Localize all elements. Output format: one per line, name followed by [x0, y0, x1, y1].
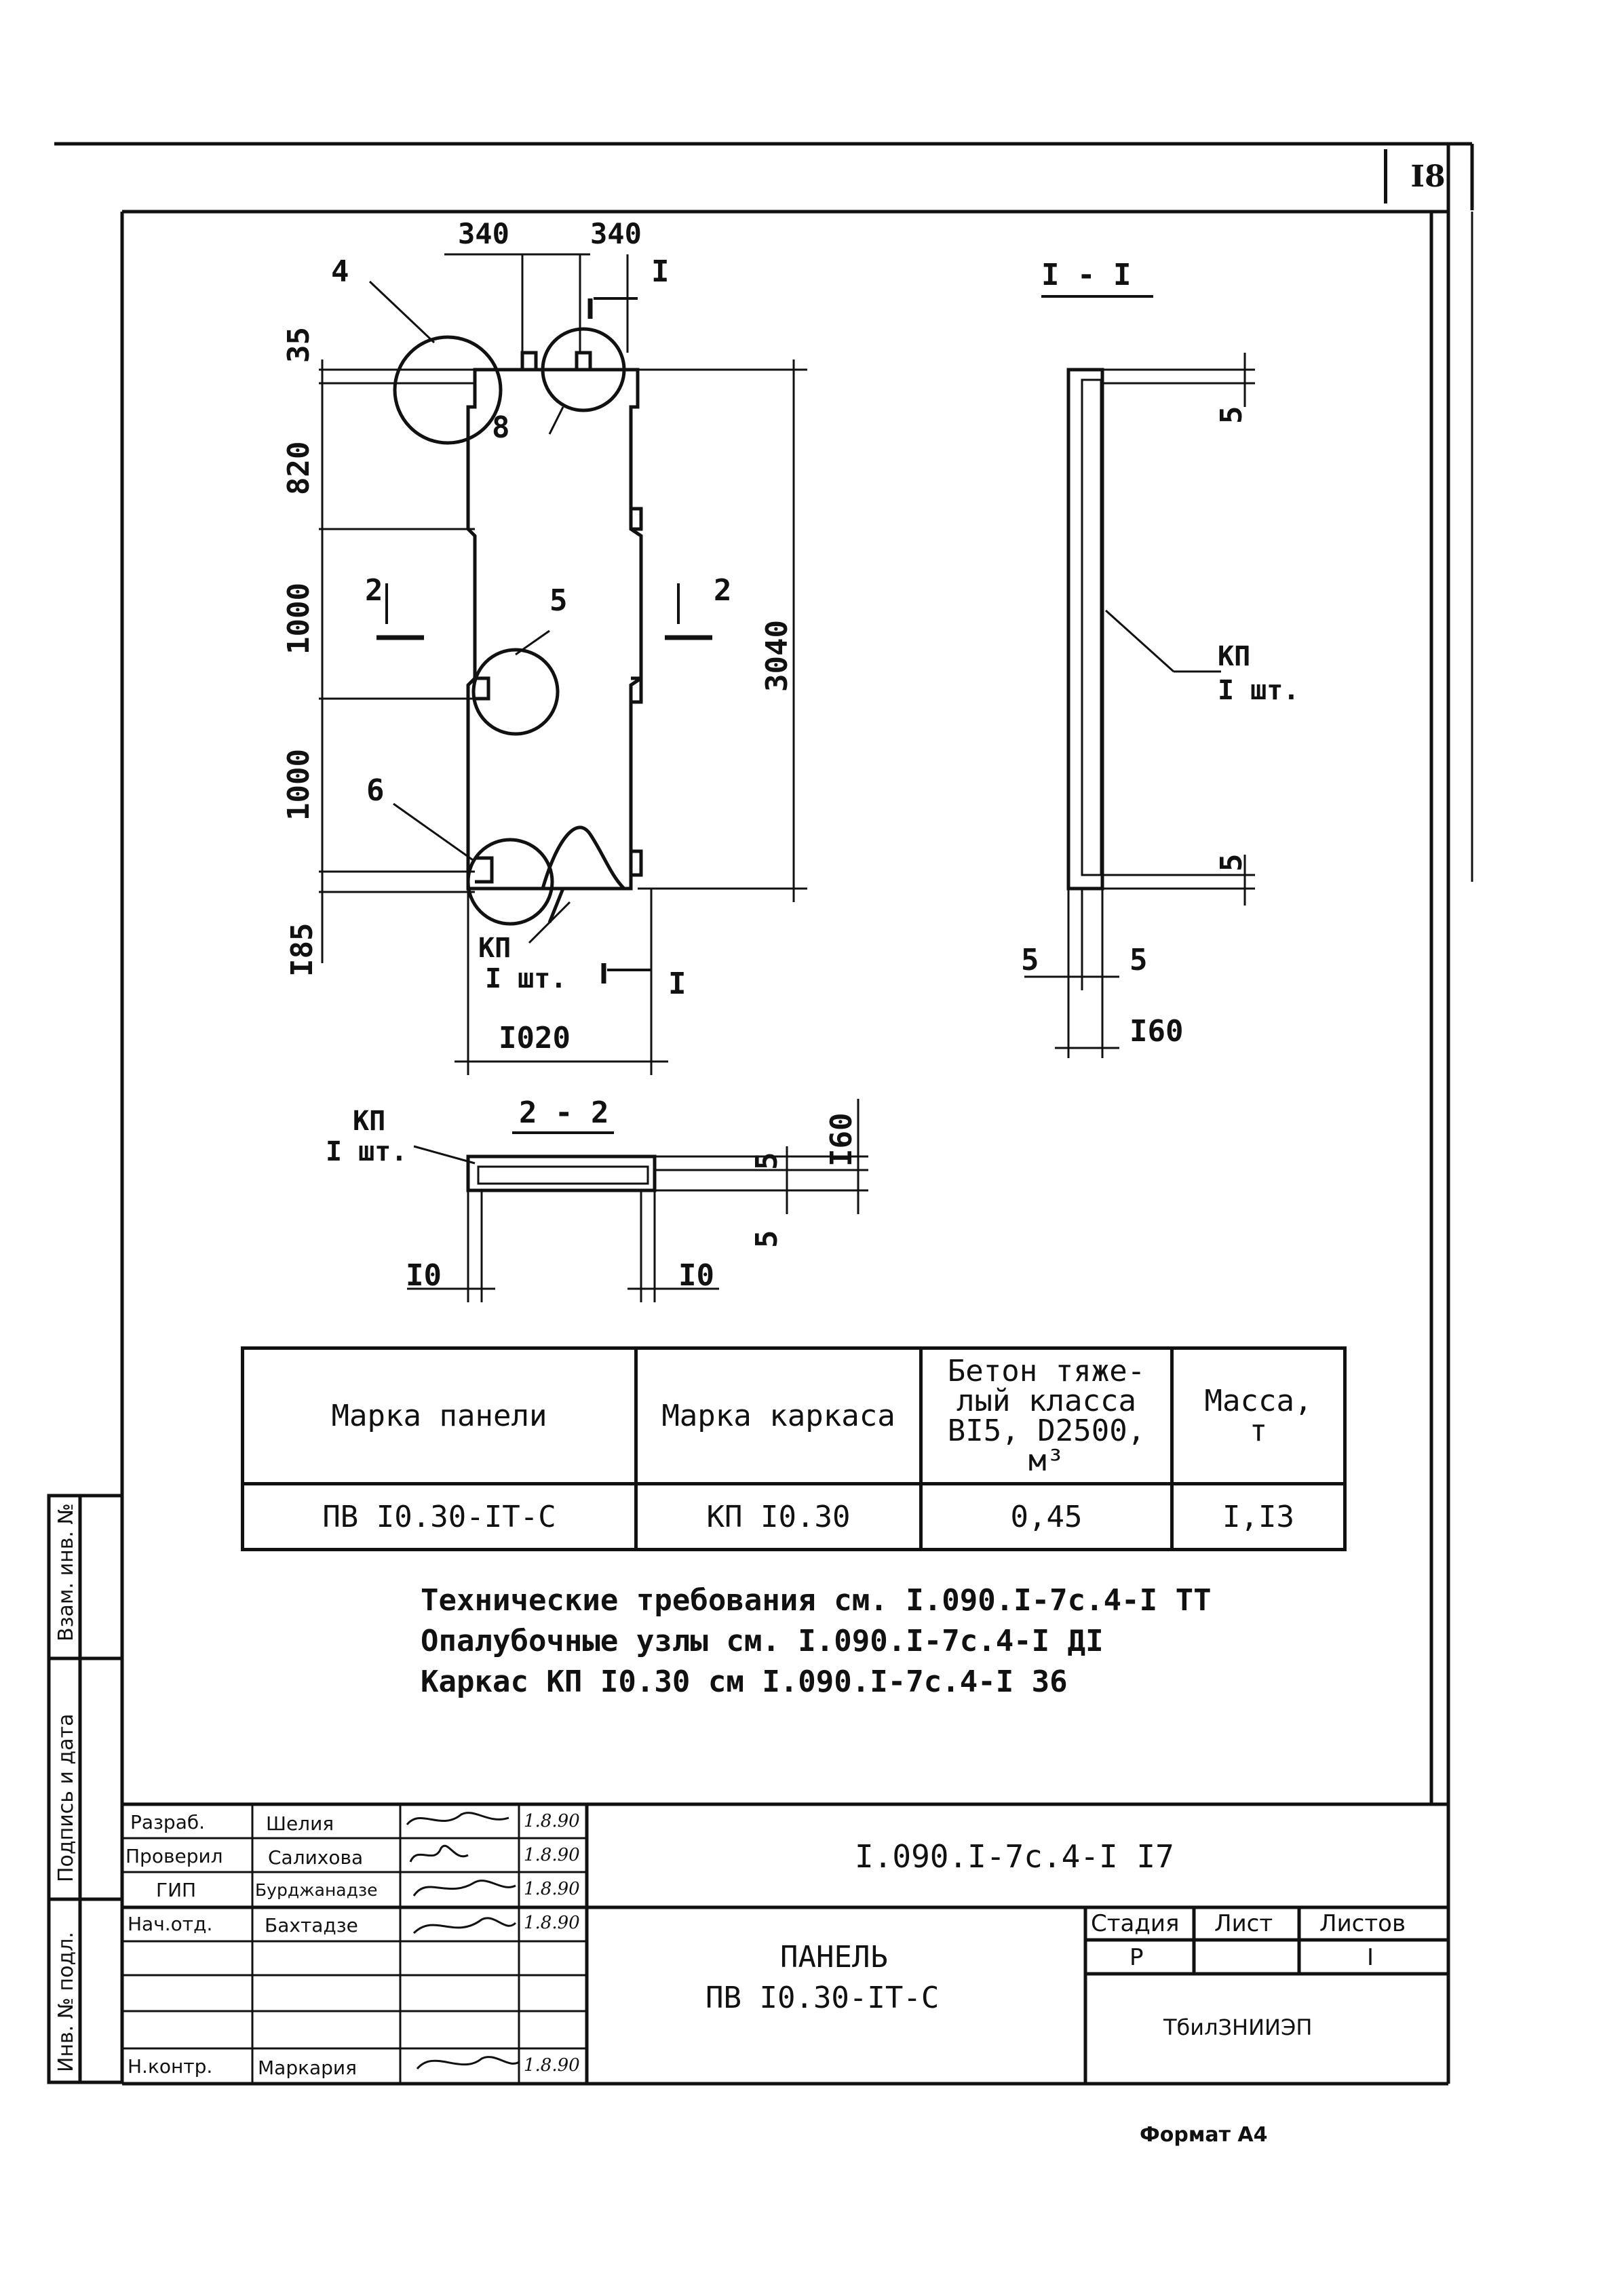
callout-8: 8	[492, 410, 510, 445]
organization: ТбилЗНИИЭП	[1163, 2015, 1313, 2040]
header-panel-mark: Марка панели	[241, 1346, 638, 1485]
format-label: Формат А4	[1140, 2123, 1268, 2147]
spec-table: Марка панели Марка каркаса Бетон тяже- л…	[241, 1346, 1347, 1551]
section-2-dim-160: I60	[824, 1112, 859, 1167]
dim-left-820: 820	[282, 441, 316, 495]
dim-bottom-1020: I020	[499, 1021, 571, 1055]
header-frame-mark: Марка каркаса	[634, 1346, 923, 1485]
date-gip: 1.8.90	[524, 1879, 580, 1899]
frame-label-main-2: I шт.	[485, 963, 567, 994]
header-concrete-line-2: лый класса	[957, 1383, 1136, 1418]
frame-label-s2-1: КП	[353, 1106, 386, 1137]
header-concrete-line-4: м³	[1028, 1443, 1064, 1478]
item-title-2: ПВ I0.30-IT-С	[706, 1981, 940, 2015]
role-developer: Разраб.	[130, 1811, 206, 1833]
stage-value: Р	[1129, 1944, 1144, 1971]
sheets-header: Листов	[1319, 1910, 1406, 1937]
side-stamp	[47, 1494, 124, 2084]
date-developer: 1.8.90	[524, 1811, 580, 1831]
note-3: Каркас КП I0.30 см I.090.I-7с.4-I 36	[421, 1665, 1068, 1699]
name-norm-control: Маркария	[258, 2057, 357, 2079]
side-label-replace: Взам. инв. №	[54, 1503, 78, 1641]
section-2-dim-right: I0	[678, 1258, 714, 1293]
note-1: Технические требования см. I.090.I-7с.4-…	[421, 1583, 1212, 1618]
header-concrete: Бетон тяже- лый класса BI5, D2500, м³	[919, 1346, 1174, 1485]
callout-4: 4	[331, 254, 349, 289]
cell-mass: I,I3	[1170, 1482, 1347, 1551]
name-gip: Бурджанадзе	[255, 1880, 378, 1900]
section-2-dim-left: I0	[406, 1258, 442, 1293]
role-gip: ГИП	[156, 1879, 197, 1901]
dim-left-35: 35	[282, 327, 316, 363]
stage-header: Стадия	[1091, 1910, 1180, 1937]
section-mark-2-left: 2	[365, 573, 383, 608]
section-1-dim-left: 5	[1021, 943, 1039, 977]
sheets-value: I	[1367, 1944, 1374, 1971]
frame-label-main-1: КП	[478, 933, 511, 964]
sheet-header: Лист	[1214, 1910, 1273, 1937]
header-mass-line-1: Масса,	[1204, 1383, 1313, 1418]
dim-top-1: 340	[458, 217, 509, 250]
date-norm-control: 1.8.90	[524, 2055, 580, 2076]
header-mass-line-2: т	[1249, 1413, 1268, 1448]
cell-panel-mark: ПВ I0.30-IT-С	[241, 1482, 638, 1551]
sheet-number: I8	[1384, 149, 1469, 203]
section-1-dim-right: 5	[1129, 943, 1148, 977]
role-checked: Проверил	[125, 1845, 223, 1867]
note-2: Опалубочные узлы см. I.090.I-7с.4-I ДI	[421, 1624, 1104, 1658]
dim-right-3040: 3040	[760, 620, 794, 692]
item-title-1: ПАНЕЛЬ	[780, 1940, 888, 1974]
header-concrete-line-3: BI5, D2500,	[947, 1413, 1146, 1448]
cell-frame-mark: КП I0.30	[634, 1482, 923, 1551]
callout-6: 6	[366, 773, 385, 808]
section-2-dim-top: 5	[750, 1152, 784, 1171]
frame-label-s2-2: I шт.	[326, 1136, 408, 1167]
notes: Технические требования см. I.090.I-7с.4-…	[421, 1580, 1212, 1702]
dim-left-185: I85	[285, 922, 320, 977]
document-code: I.090.I-7с.4-I I7	[855, 1838, 1174, 1875]
header-mass: Масса, т	[1170, 1346, 1347, 1485]
role-norm-control: Н.контр.	[128, 2055, 213, 2078]
callout-5: 5	[549, 583, 568, 618]
side-label-signature: Подпись и дата	[54, 1713, 78, 1883]
date-checked: 1.8.90	[524, 1845, 580, 1865]
cell-concrete: 0,45	[919, 1482, 1174, 1551]
section-1-dim-top: 5	[1214, 406, 1249, 425]
header-concrete-line-1: Бетон тяже-	[947, 1353, 1146, 1388]
role-dept-head: Нач.отд.	[128, 1913, 213, 1935]
section-2-title: 2 - 2	[519, 1095, 609, 1130]
section-1-dim-bottom: 5	[1214, 853, 1249, 872]
section-2-dim-bottom: 5	[750, 1230, 784, 1249]
section-1-view	[1024, 295, 1255, 1058]
name-developer: Шелия	[266, 1812, 334, 1835]
main-view	[319, 253, 807, 1075]
frame-label-s1-2: I шт.	[1218, 675, 1300, 706]
frame-label-s1-1: КП	[1218, 641, 1251, 672]
section-mark-2-right: 2	[714, 573, 732, 608]
side-label-inventory: Инв. № подл.	[54, 1932, 78, 2072]
section-2-view	[407, 1099, 868, 1302]
section-mark-top: I	[651, 254, 670, 289]
name-dept-head: Бахтадзе	[265, 1914, 358, 1937]
name-checked: Салихова	[268, 1846, 364, 1869]
dim-left-1000a: 1000	[282, 583, 316, 655]
dim-left-1000b: 1000	[282, 749, 316, 821]
section-1-title: I - I	[1041, 258, 1132, 292]
section-mark-bottom: I	[668, 967, 687, 1001]
dim-top-2: 340	[590, 217, 642, 250]
section-1-dim-160: I60	[1129, 1014, 1184, 1049]
date-dept-head: 1.8.90	[524, 1913, 580, 1933]
